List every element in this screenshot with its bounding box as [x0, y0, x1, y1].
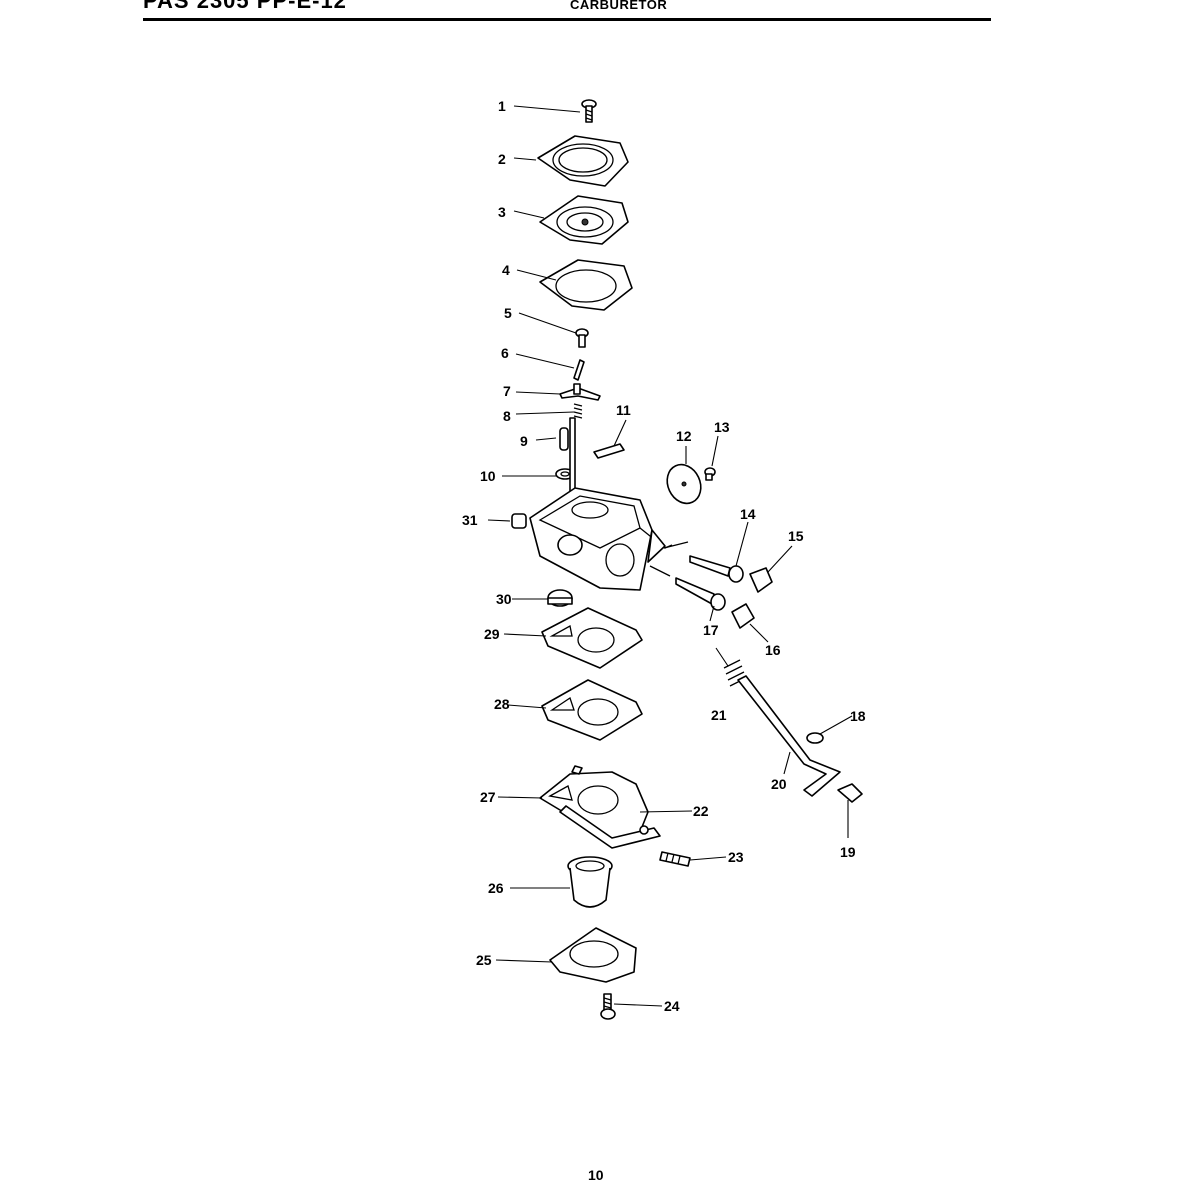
- part-4-gasket: [539, 259, 633, 311]
- part-20-shaft: [737, 675, 841, 797]
- callout-4: 4: [502, 262, 510, 278]
- part-16-cap: [731, 603, 755, 629]
- callout-9: 9: [520, 433, 528, 449]
- callout-31: 31: [462, 512, 478, 528]
- carburetor-body: [529, 417, 689, 591]
- callout-16: 16: [765, 642, 781, 658]
- part-5-screw: [575, 328, 589, 348]
- part-9-needle: [559, 427, 569, 451]
- callout-3: 3: [498, 204, 506, 220]
- callout-10: 10: [480, 468, 496, 484]
- header-rule: [143, 18, 991, 21]
- part-28-gasket: [541, 679, 643, 741]
- callout-11: 11: [616, 402, 631, 418]
- part-30-cap: [547, 589, 573, 607]
- leader-lines: [487, 105, 853, 1007]
- callout-13: 13: [714, 419, 730, 435]
- callout-23: 23: [728, 849, 744, 865]
- part-13-screw: [704, 467, 716, 481]
- callout-1: 1: [498, 98, 506, 114]
- callout-19: 19: [840, 844, 856, 860]
- callout-30: 30: [496, 591, 512, 607]
- callout-12: 12: [676, 428, 692, 444]
- part-19-nut: [837, 783, 863, 803]
- callout-22: 22: [693, 803, 709, 819]
- callout-8: 8: [503, 408, 511, 424]
- part-1-screw: [581, 99, 597, 123]
- part-6-pin: [573, 359, 585, 381]
- part-31-plug: [511, 513, 527, 529]
- part-12-disc: [666, 463, 702, 505]
- header-model-code: PAS 2305 PP-E-12: [143, 0, 347, 13]
- part-27-pump-cover: [539, 765, 661, 849]
- callout-26: 26: [488, 880, 504, 896]
- part-26-primer-bulb: [567, 856, 613, 908]
- part-8-spring: [573, 403, 583, 419]
- part-11-gasket-strip: [593, 443, 625, 459]
- callout-7: 7: [503, 383, 511, 399]
- callout-21: 21: [711, 707, 727, 723]
- callout-17: 17: [703, 622, 719, 638]
- callout-20: 20: [771, 776, 787, 792]
- callout-15: 15: [788, 528, 804, 544]
- part-18-clip: [806, 732, 824, 744]
- page-title: CARBURETOR: [570, 0, 668, 12]
- callout-2: 2: [498, 151, 506, 167]
- callout-14: 14: [740, 506, 756, 522]
- callout-24: 24: [664, 998, 680, 1014]
- part-24-screw: [600, 993, 616, 1020]
- callout-29: 29: [484, 626, 500, 642]
- part-14-needle: [689, 555, 744, 583]
- callout-25: 25: [476, 952, 492, 968]
- part-29-gasket: [541, 607, 643, 669]
- callout-6: 6: [501, 345, 509, 361]
- callout-27: 27: [480, 789, 496, 805]
- part-25-retainer: [549, 927, 637, 983]
- part-23-screw: [659, 851, 691, 867]
- callout-28: 28: [494, 696, 510, 712]
- part-17-needle: [675, 577, 726, 611]
- part-21-spring: [723, 659, 747, 687]
- callout-18: 18: [850, 708, 866, 724]
- part-15-cap: [749, 567, 773, 593]
- page-number: 10: [588, 1167, 604, 1183]
- callout-5: 5: [504, 305, 512, 321]
- part-7-lever: [559, 383, 601, 401]
- part-3-diaphragm: [539, 195, 629, 245]
- part-2-cover: [537, 135, 629, 187]
